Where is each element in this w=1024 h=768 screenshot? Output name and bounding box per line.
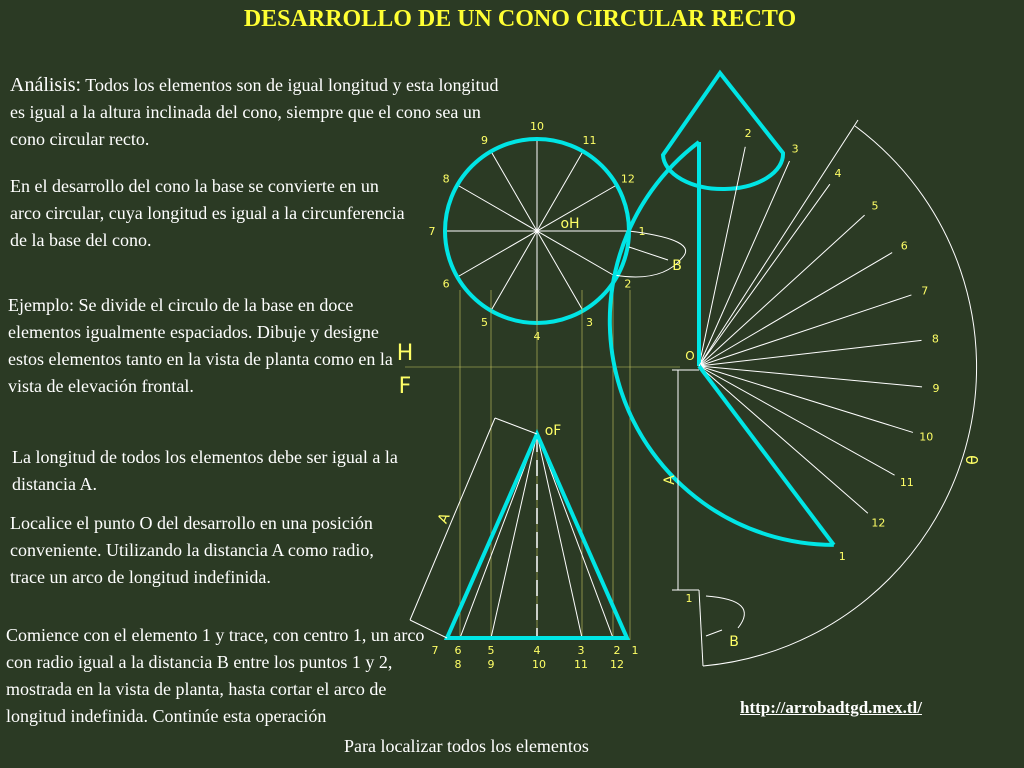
dev-b-label: B: [729, 634, 739, 650]
front-base-label: 11: [574, 658, 588, 671]
dev-point-label: 9: [932, 382, 939, 395]
plan-point-label: 3: [586, 316, 593, 329]
dev-theta-arc: [702, 125, 978, 667]
dev-b-arc: [705, 595, 745, 629]
dev-origin-label: O: [685, 349, 694, 363]
dev-point-label: 5: [871, 200, 878, 213]
analysis-paragraph: Análisis: Todos los elementos son de igu…: [10, 72, 500, 153]
dev-element-line: [698, 252, 893, 367]
h-label: H: [397, 341, 414, 366]
front-element-line: [536, 433, 583, 639]
front-base-label: 8: [455, 658, 462, 671]
dev-element-line: [698, 365, 869, 514]
front-base-label: 9: [488, 658, 495, 671]
dev-point-label: 10: [919, 431, 933, 444]
dev-theta-label: θ: [963, 455, 982, 465]
dev-point-label: 1: [839, 550, 846, 563]
dev-a-label: A: [662, 475, 678, 485]
dev-element-line: [698, 294, 912, 367]
locate-elements-paragraph: Para localizar todos los elementos: [344, 736, 589, 756]
dev-element-line: [698, 183, 831, 367]
front-base-label: 3: [578, 644, 585, 657]
plan-point-label: 10: [530, 120, 544, 133]
dev-element-line: [698, 214, 865, 367]
front-base-label: 5: [488, 644, 495, 657]
dev-point-label: 8: [932, 333, 939, 346]
front-a-ext: [409, 619, 448, 639]
plan-center-label: oH: [560, 216, 579, 232]
page-title: DESARROLLO DE UN CONO CIRCULAR RECTO: [243, 6, 797, 32]
dev-theta-ext: [698, 589, 704, 667]
plan-point-label: 9: [481, 134, 488, 147]
example-paragraph: Ejemplo: Se divide el circulo de la base…: [8, 295, 393, 396]
cone-illustration: [660, 69, 786, 191]
front-view-triangle: [443, 429, 631, 640]
front-base-label: 1: [632, 644, 639, 657]
front-a-dimension: [409, 417, 496, 621]
plan-point-label: 1: [639, 225, 646, 238]
dev-element-line: [698, 160, 790, 367]
dev-point-label: 7: [921, 284, 928, 297]
plan-point-label: 8: [443, 173, 450, 186]
dev-point-label: 2: [745, 127, 752, 140]
plan-b-label: B: [672, 258, 682, 274]
plan-b-arc: [613, 230, 687, 278]
source-link[interactable]: http://arrobadtgd.mex.tl/: [740, 698, 922, 717]
front-element-line: [490, 433, 538, 639]
front-base-label: 10: [532, 658, 546, 671]
plan-b-leader: [628, 246, 669, 261]
plan-point-label: 5: [481, 316, 488, 329]
front-base-label: 6: [455, 644, 462, 657]
front-base-label: 7: [432, 644, 439, 657]
dev-edge-line: [697, 364, 836, 547]
dev-arc: [607, 140, 834, 547]
dev-point-label: 6: [901, 240, 908, 253]
dev-element-line: [698, 146, 746, 367]
dev-theta-ext: [698, 119, 859, 367]
procedure-paragraph: Comience con el elemento 1 y trace, con …: [6, 625, 425, 726]
front-apex-label: oF: [545, 423, 562, 439]
dev-point-label: 12: [871, 516, 885, 529]
plan-point-label: 12: [621, 173, 635, 186]
analysis-lead: Análisis:: [10, 74, 82, 96]
front-base-label: 12: [610, 658, 624, 671]
dev-element-line: [698, 365, 895, 476]
front-base-label: 2: [614, 644, 621, 657]
dev-point-label: 11: [900, 476, 914, 489]
analysis-body: Todos los elementos son de igual longitu…: [10, 75, 499, 149]
f-label: F: [399, 374, 412, 399]
front-a-ext: [494, 417, 538, 435]
locate-point-paragraph: Localice el punto O del desarrollo en un…: [10, 513, 374, 587]
dev-b-leader: [705, 629, 723, 637]
plan-point-label: 6: [443, 278, 450, 291]
front-base-label: 4: [534, 644, 541, 657]
length-paragraph: La longitud de todos los elementos debe …: [12, 447, 398, 494]
development-paragraph: En el desarrollo del cono la base se con…: [10, 176, 405, 250]
dev-point-label: 4: [835, 167, 842, 180]
dev-element-line: [698, 365, 914, 433]
dev-point-label: 1: [686, 592, 693, 605]
dev-point-label: 3: [792, 142, 799, 155]
plan-point-label: 11: [583, 134, 597, 147]
dev-element-line: [698, 365, 923, 388]
dev-element-line: [698, 339, 922, 367]
front-element-line: [536, 433, 614, 639]
plan-element-line: [490, 151, 584, 311]
plan-point-label: 7: [429, 225, 436, 238]
plan-point-label: 2: [624, 278, 631, 291]
